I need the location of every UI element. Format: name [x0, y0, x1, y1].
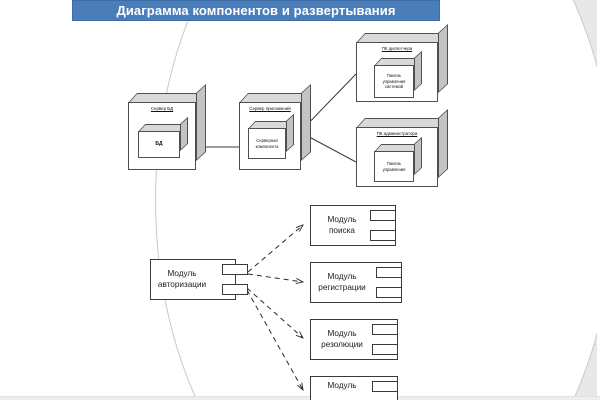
background-gray-band — [440, 0, 600, 400]
module-registration[interactable]: Модуль регистрации — [310, 262, 402, 303]
background-diagonal-line — [429, 300, 600, 369]
module-label-line1: Модуль — [327, 329, 357, 338]
component-side-face — [180, 116, 188, 151]
module-label-line2: авторизации — [157, 279, 207, 289]
node-administrator-pc[interactable]: ПК администратора Панель управления — [356, 108, 448, 188]
dependency-auth-to-registration — [247, 273, 303, 282]
slide-title-text: Диаграмма компонентов и развертывания — [116, 3, 396, 18]
dependency-auth-to-resolution — [246, 287, 303, 338]
node-label-dispatcher-pc: ПК диспетчера — [381, 46, 413, 51]
component-label-line2: управления — [382, 166, 406, 172]
module-port-top[interactable] — [376, 267, 402, 278]
dependency-auth-to-search — [247, 225, 303, 273]
component-label-line2: управления — [382, 78, 406, 84]
module-body — [150, 259, 236, 300]
component-label-server-component: Серверная компонента — [248, 128, 286, 159]
node-label-db-server: Сервер БД — [150, 106, 174, 111]
node-app-server[interactable]: Сервер приложений Серверная компонента — [239, 83, 311, 171]
module-label-bottom: Модуль — [314, 376, 370, 400]
component-front-face — [374, 151, 414, 182]
component-label-line1: Панель — [386, 73, 402, 79]
component-server-component[interactable]: Серверная компонента — [248, 113, 294, 159]
component-label-system-control-panel: Панель управления системой — [374, 65, 414, 98]
node-side-face — [196, 83, 206, 161]
module-port-top[interactable] — [372, 381, 398, 392]
module-port-top[interactable] — [370, 210, 396, 221]
dependency-auth-to-bottom — [246, 289, 303, 390]
component-front-face — [138, 131, 180, 158]
component-label-line3: системой — [384, 84, 404, 90]
module-label-line1: Модуль — [167, 269, 197, 278]
module-label-authorization: Модуль авторизации — [154, 259, 210, 300]
module-port-top[interactable] — [372, 324, 398, 335]
module-authorization[interactable]: Модуль авторизации — [150, 259, 248, 300]
node-side-face — [301, 83, 311, 161]
slide-footer-strip — [0, 396, 600, 400]
node-dispatcher-pc[interactable]: ПК диспетчера Панель управления системой — [356, 23, 448, 103]
module-port-bottom[interactable] — [222, 284, 248, 295]
component-side-face — [414, 50, 422, 91]
module-label-line1: Модуль — [327, 272, 357, 281]
module-label-line2: резолюции — [321, 339, 363, 349]
node-side-face — [438, 108, 448, 178]
module-port-bottom[interactable] — [370, 230, 396, 241]
component-system-control-panel[interactable]: Панель управления системой — [374, 50, 422, 98]
component-label-line1: Серверная — [256, 137, 278, 143]
node-label-app-server: Сервер приложений — [249, 106, 291, 111]
module-label-registration: Модуль регистрации — [314, 262, 370, 303]
module-resolution[interactable]: Модуль резолюции — [310, 319, 398, 360]
slide-title-bar: Диаграмма компонентов и развертывания — [72, 0, 440, 21]
component-db[interactable]: БД — [138, 116, 188, 158]
module-port-bottom[interactable] — [376, 287, 402, 298]
module-label-search: Модуль поиска — [314, 205, 370, 246]
component-front-face — [248, 128, 286, 159]
component-side-face — [286, 113, 294, 152]
node-label-administrator-pc: ПК администратора — [376, 131, 418, 136]
component-front-face — [374, 65, 414, 98]
component-label-line1: Панель — [386, 160, 402, 166]
module-search[interactable]: Модуль поиска — [310, 205, 396, 246]
module-port-top[interactable] — [222, 264, 248, 275]
module-label-line1: Модуль — [327, 381, 357, 390]
module-label-line2: регистрации — [318, 282, 366, 292]
module-bottom-partial[interactable]: Модуль — [310, 376, 398, 400]
module-label-resolution: Модуль резолюции — [314, 319, 370, 360]
component-label-db-text: БД — [155, 141, 163, 148]
module-port-bottom[interactable] — [372, 344, 398, 355]
component-label-db: БД — [138, 131, 180, 158]
component-side-face — [414, 136, 422, 175]
module-label-line2: поиска — [329, 225, 355, 235]
module-label-line1: Модуль — [327, 215, 357, 224]
component-label-line2: компонента — [255, 143, 279, 149]
node-side-face — [438, 23, 448, 94]
node-db-server[interactable]: Сервер БД БД — [128, 83, 206, 171]
component-label-control-panel: Панель управления — [374, 151, 414, 182]
component-control-panel[interactable]: Панель управления — [374, 136, 422, 182]
